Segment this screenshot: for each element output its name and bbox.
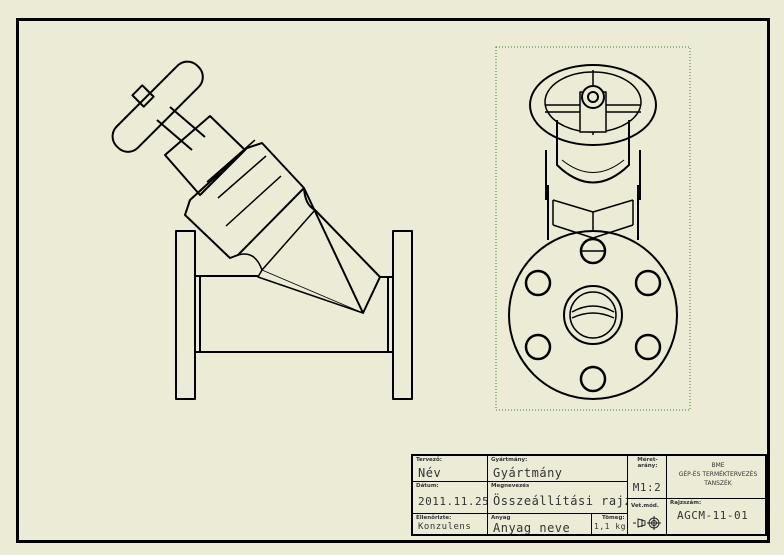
cone-hidden-line <box>261 269 364 314</box>
product-value: Gyártmány <box>493 466 563 480</box>
left-flange <box>175 230 196 400</box>
bolt-hole <box>634 333 662 361</box>
hex-nut <box>552 199 634 239</box>
projection-method-icon <box>633 516 661 530</box>
scale-cell: Méret-arány: M1:2 <box>628 456 667 499</box>
stem-nut-front <box>581 85 605 109</box>
bolt-hole <box>524 333 552 361</box>
stem <box>156 106 206 151</box>
stem-top <box>587 91 599 103</box>
stem-nut <box>131 84 155 108</box>
projection-cell: Vet.mód. <box>628 499 667 534</box>
product-label: Gyártmány: <box>491 457 528 463</box>
center-bore-inner <box>569 291 617 339</box>
bonnet <box>556 120 630 184</box>
projection-label: Vet.mód. <box>631 503 659 509</box>
bolt-hole <box>634 269 662 297</box>
side-view-valve[interactable] <box>107 56 413 400</box>
org-line-1: BME <box>711 462 725 469</box>
product-cell: Gyártmány: Gyártmány <box>488 456 628 482</box>
flange-circle <box>508 230 678 400</box>
bolt-hole <box>579 365 607 393</box>
bonnet-upper <box>164 115 246 196</box>
checked-value: Konzulens <box>418 522 472 532</box>
name-label: Megnevezés <box>491 483 530 489</box>
scale-label: Méret-arány: <box>637 457 658 469</box>
mass-value: 1,1 kg <box>594 522 626 531</box>
mass-label: Tömeg: <box>602 515 625 521</box>
body <box>545 150 641 240</box>
nut-edges <box>206 139 282 227</box>
name-cell: Megnevezés Összeállítási rajz <box>488 482 628 514</box>
name-value: Összeállítási rajz <box>493 494 628 508</box>
title-block: Tervező: Név Gyártmány: Gyártmány Méret-… <box>411 454 769 536</box>
designer-value: Név <box>418 466 442 480</box>
handwheel <box>529 64 657 146</box>
mass-cell: Tömeg: 1,1 kg <box>592 514 628 534</box>
pipe-body <box>195 275 393 353</box>
org-line-2: GÉP-ÉS TERMÉKTERVEZÉS <box>678 471 758 478</box>
valve-seat <box>571 305 615 319</box>
bonnet-edge <box>561 159 625 173</box>
drawing-number-value: AGCM-11-01 <box>677 509 749 522</box>
union-nut <box>184 142 305 259</box>
date-value: 2011.11.25 <box>418 495 488 508</box>
view-boundary <box>495 46 691 411</box>
bolt-hole <box>579 237 607 265</box>
designer-label: Tervező: <box>416 457 442 463</box>
bolt-hole <box>524 269 552 297</box>
date-label: Dátum: <box>416 483 439 489</box>
material-cell: Anyag Anyag neve <box>488 514 592 534</box>
org-line-3: TANSZÉK <box>704 480 732 487</box>
cone-edges <box>237 209 364 314</box>
designer-cell: Tervező: Név <box>413 456 488 482</box>
checked-label: Ellenőrizte: <box>416 515 452 521</box>
drawing-number-cell: Rajzszám: AGCM-11-01 <box>667 499 769 534</box>
handwheel-side <box>111 60 204 153</box>
checked-cell: Ellenőrizte: Konzulens <box>413 514 488 534</box>
drawing-number-label: Rajzszám: <box>670 500 702 506</box>
front-view-valve[interactable] <box>495 46 691 411</box>
organization-cell: BME GÉP-ÉS TERMÉKTERVEZÉS TANSZÉK <box>667 456 769 499</box>
material-label: Anyag <box>491 515 511 521</box>
center-bore <box>563 285 623 345</box>
date-cell: Dátum: 2011.11.25 <box>413 482 488 514</box>
drawing-frame <box>16 18 770 543</box>
scale-value: M1:2 <box>632 481 662 494</box>
material-value: Anyag neve <box>493 521 571 534</box>
right-flange <box>392 230 413 400</box>
cone-body <box>303 187 381 314</box>
